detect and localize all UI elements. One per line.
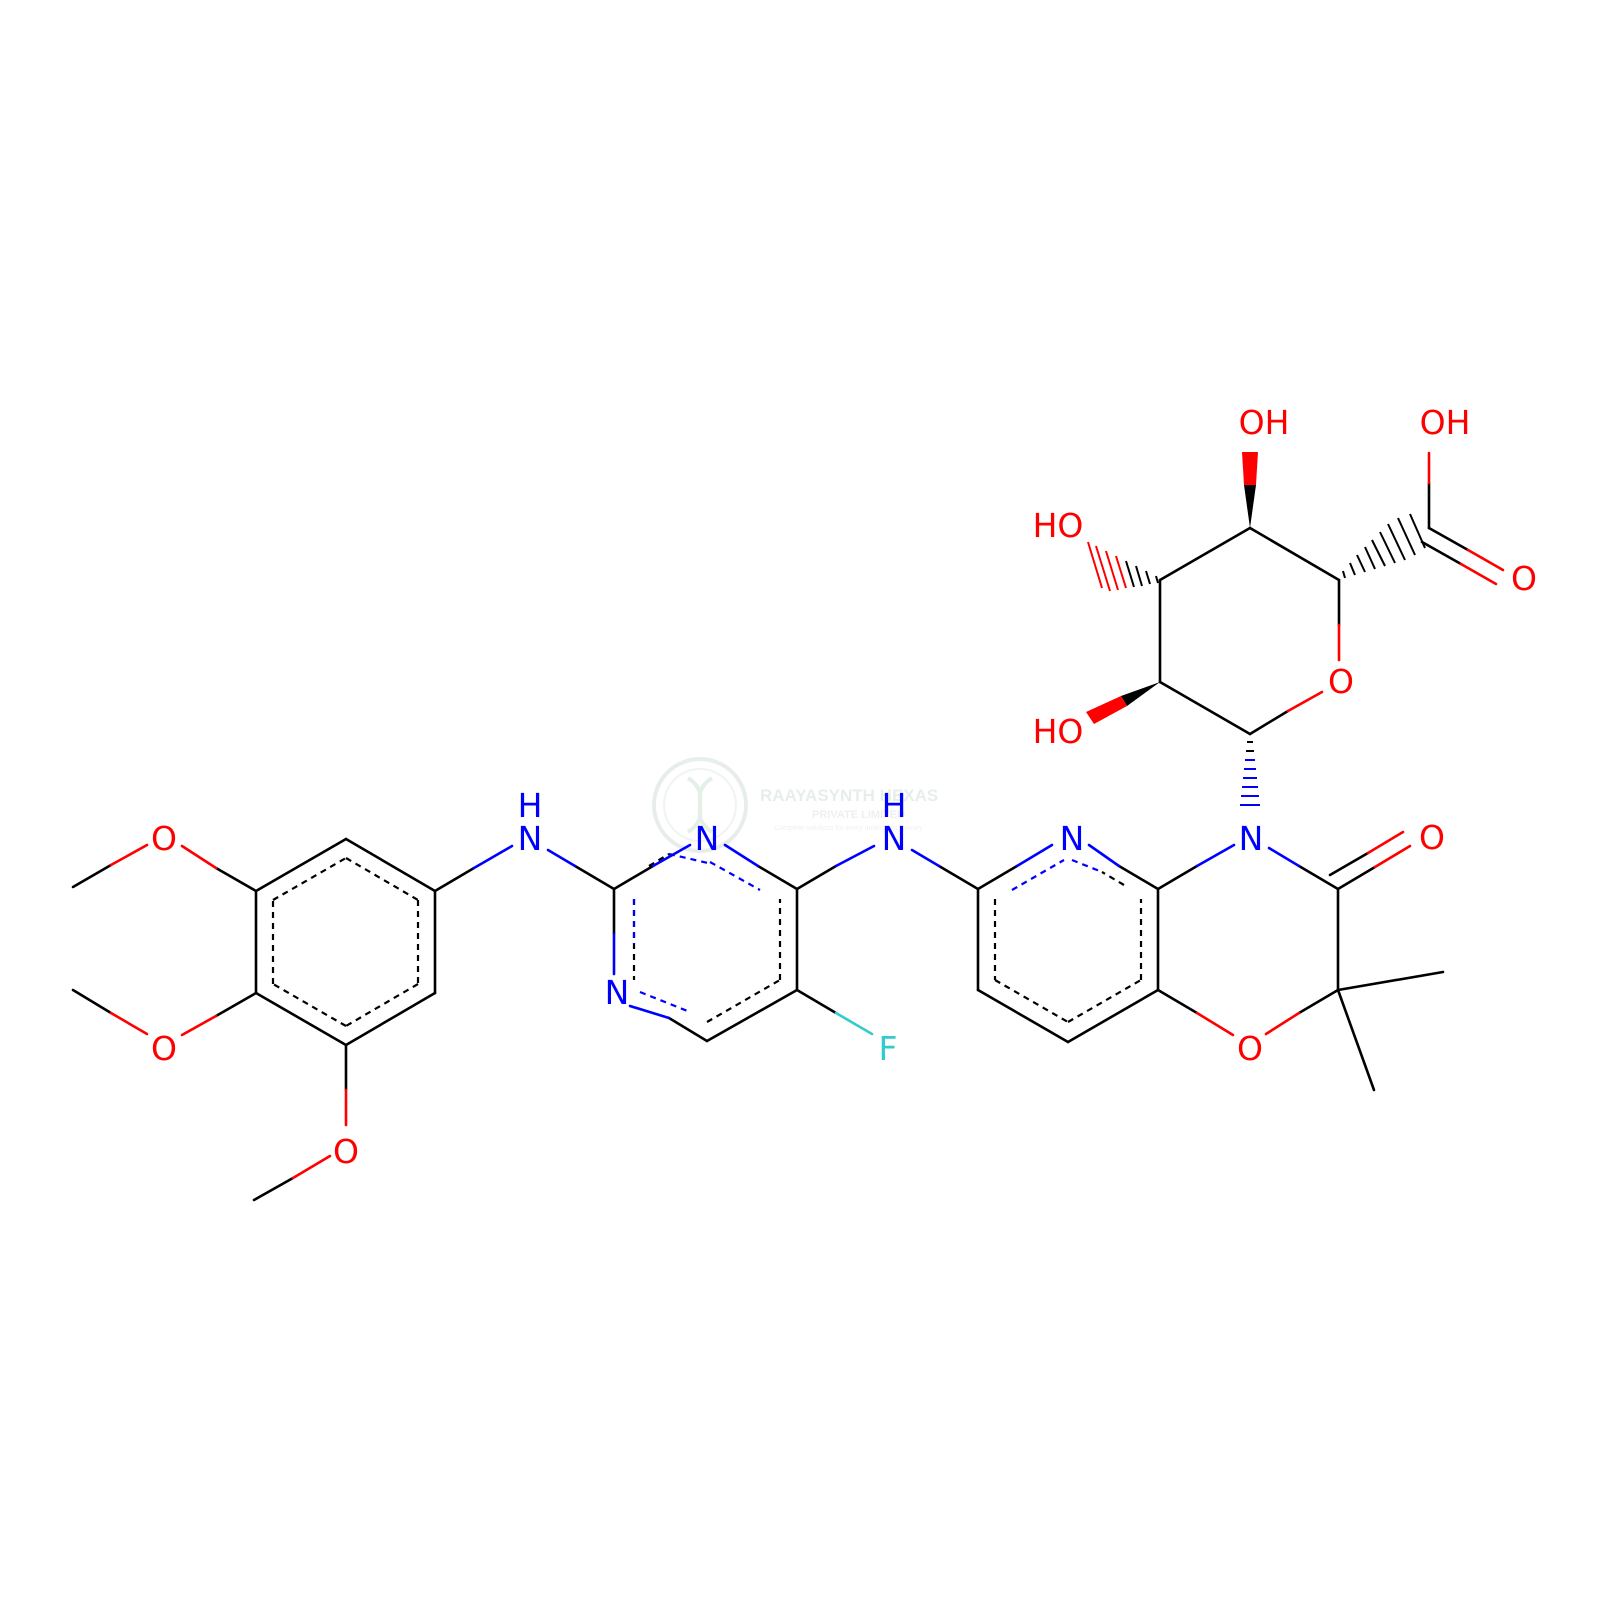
atom-label-nitrogen-pyrimidine-3: N	[605, 973, 630, 1012]
atom-label-nitrogen-lactam: N	[1239, 819, 1264, 858]
atom-labels: O O O H N N N F H N N N O O O O OH OH HO…	[151, 403, 1537, 1171]
hash-bond-c-anomeric-n	[1240, 741, 1260, 806]
atom-label-nitrogen-amine-2: N	[882, 819, 907, 858]
atom-label-hydroxyl-c4: HO	[1033, 506, 1084, 545]
atom-label-nitrogen-pyrimidine-1: N	[695, 819, 720, 858]
watermark-tagline: Complete solutions for every molecule's …	[774, 825, 923, 832]
atom-label-oxygen-methoxy-middle: O	[151, 1029, 177, 1068]
atom-label-hydroxyl-c5: HO	[1033, 712, 1084, 751]
atom-label-nitrogen-pyridine: N	[1060, 819, 1085, 858]
atom-label-oxygen-carbonyl: O	[1419, 818, 1445, 857]
atom-label-hydrogen-amine-1: H	[518, 786, 543, 825]
hash-bond-c4-ho	[1087, 541, 1159, 592]
heteroatom-bonds	[109, 451, 1505, 1180]
stereo-bonds	[1086, 452, 1426, 806]
atom-label-nitrogen-amine-1: N	[518, 819, 543, 858]
carbon-bonds	[71, 481, 1470, 1202]
watermark-company-suffix: PRIVATE LIMITED	[812, 809, 905, 821]
hash-bond-c1-cooh	[1342, 513, 1426, 579]
atom-label-oxygen-oxazine: O	[1237, 1029, 1263, 1068]
watermark-company-name: RAAYASYNTH HEXAS	[760, 786, 938, 805]
wedge-bond-c3-oh-red	[1242, 452, 1258, 485]
atom-label-hydrogen-amine-2: H	[882, 786, 907, 825]
atom-label-fluorine: F	[879, 1029, 898, 1068]
atom-label-oxygen-methoxy-bottom: O	[333, 1132, 359, 1171]
watermark-logo: RAAYASYNTH HEXAS PRIVATE LIMITED Complet…	[652, 757, 938, 853]
wedge-bond-c5-ho	[1121, 682, 1160, 706]
atom-label-hydroxyl-acid: OH	[1420, 403, 1471, 442]
watermark-seal-icon	[652, 757, 748, 853]
atom-label-oxygen-acid-carbonyl: O	[1511, 559, 1537, 598]
atom-label-hydroxyl-c3: OH	[1239, 403, 1290, 442]
watermark-seal-inner-icon	[663, 768, 737, 842]
atom-label-oxygen-methoxy-top: O	[151, 819, 177, 858]
wedge-bond-c5-ho-red	[1086, 696, 1127, 724]
atom-label-oxygen-sugar-ring: O	[1328, 662, 1354, 701]
wedge-bond-c3-oh	[1244, 485, 1256, 528]
watermark-dna-icon	[686, 776, 714, 834]
